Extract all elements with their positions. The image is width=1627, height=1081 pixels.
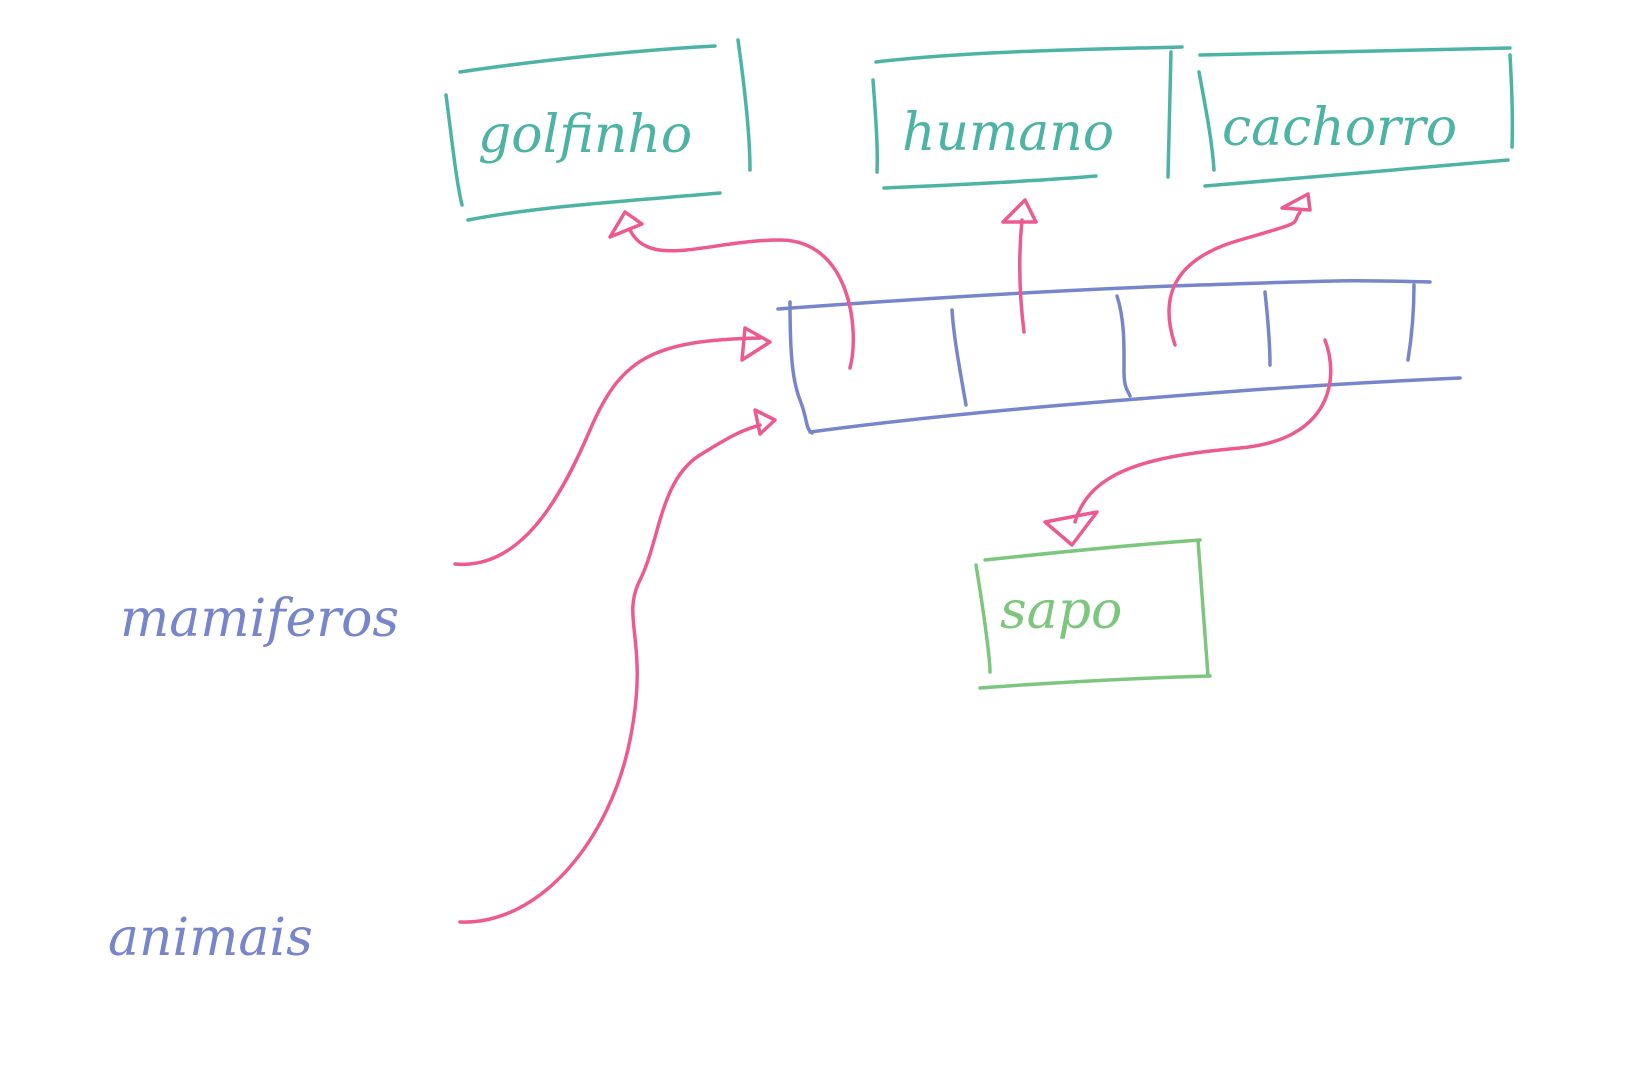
arrow-head	[1001, 198, 1038, 224]
object-box-golfinho: golfinho	[444, 38, 752, 222]
array-divider	[950, 308, 968, 407]
array-top-edge	[776, 279, 1432, 311]
arrow-head	[1280, 192, 1312, 212]
arrow-head	[608, 210, 644, 239]
reference-cell-to-humano	[1018, 218, 1026, 334]
object-label: cachorro	[1222, 98, 1457, 158]
object-box-humano: humano	[871, 45, 1184, 190]
object-label: sapo	[1000, 581, 1122, 641]
reference-animais-to-array	[458, 423, 762, 924]
arrow-head	[740, 326, 772, 362]
object-box-cachorro: cachorro	[1197, 46, 1515, 188]
array-bottom-edge	[808, 376, 1462, 434]
reference-cell-to-cachorro	[1167, 210, 1302, 347]
arrow-head	[753, 408, 777, 436]
object-box-sapo: sapo	[974, 538, 1212, 690]
reference-mamiferos-to-array	[453, 336, 762, 566]
variable-mamiferos: mamiferos	[120, 589, 399, 649]
references	[453, 192, 1333, 924]
object-label: humano	[902, 103, 1114, 163]
reference-cell-to-sapo	[1073, 338, 1333, 524]
array-divider	[1115, 294, 1132, 398]
array-divider	[1263, 290, 1272, 367]
variable-animais: animais	[108, 908, 313, 968]
reference-cell-to-golfinho	[628, 228, 856, 370]
array-divider	[1406, 283, 1416, 362]
arrow-head	[1043, 510, 1099, 547]
array	[776, 279, 1462, 435]
object-label: golfinho	[478, 105, 692, 165]
array-left-edge	[788, 300, 814, 435]
